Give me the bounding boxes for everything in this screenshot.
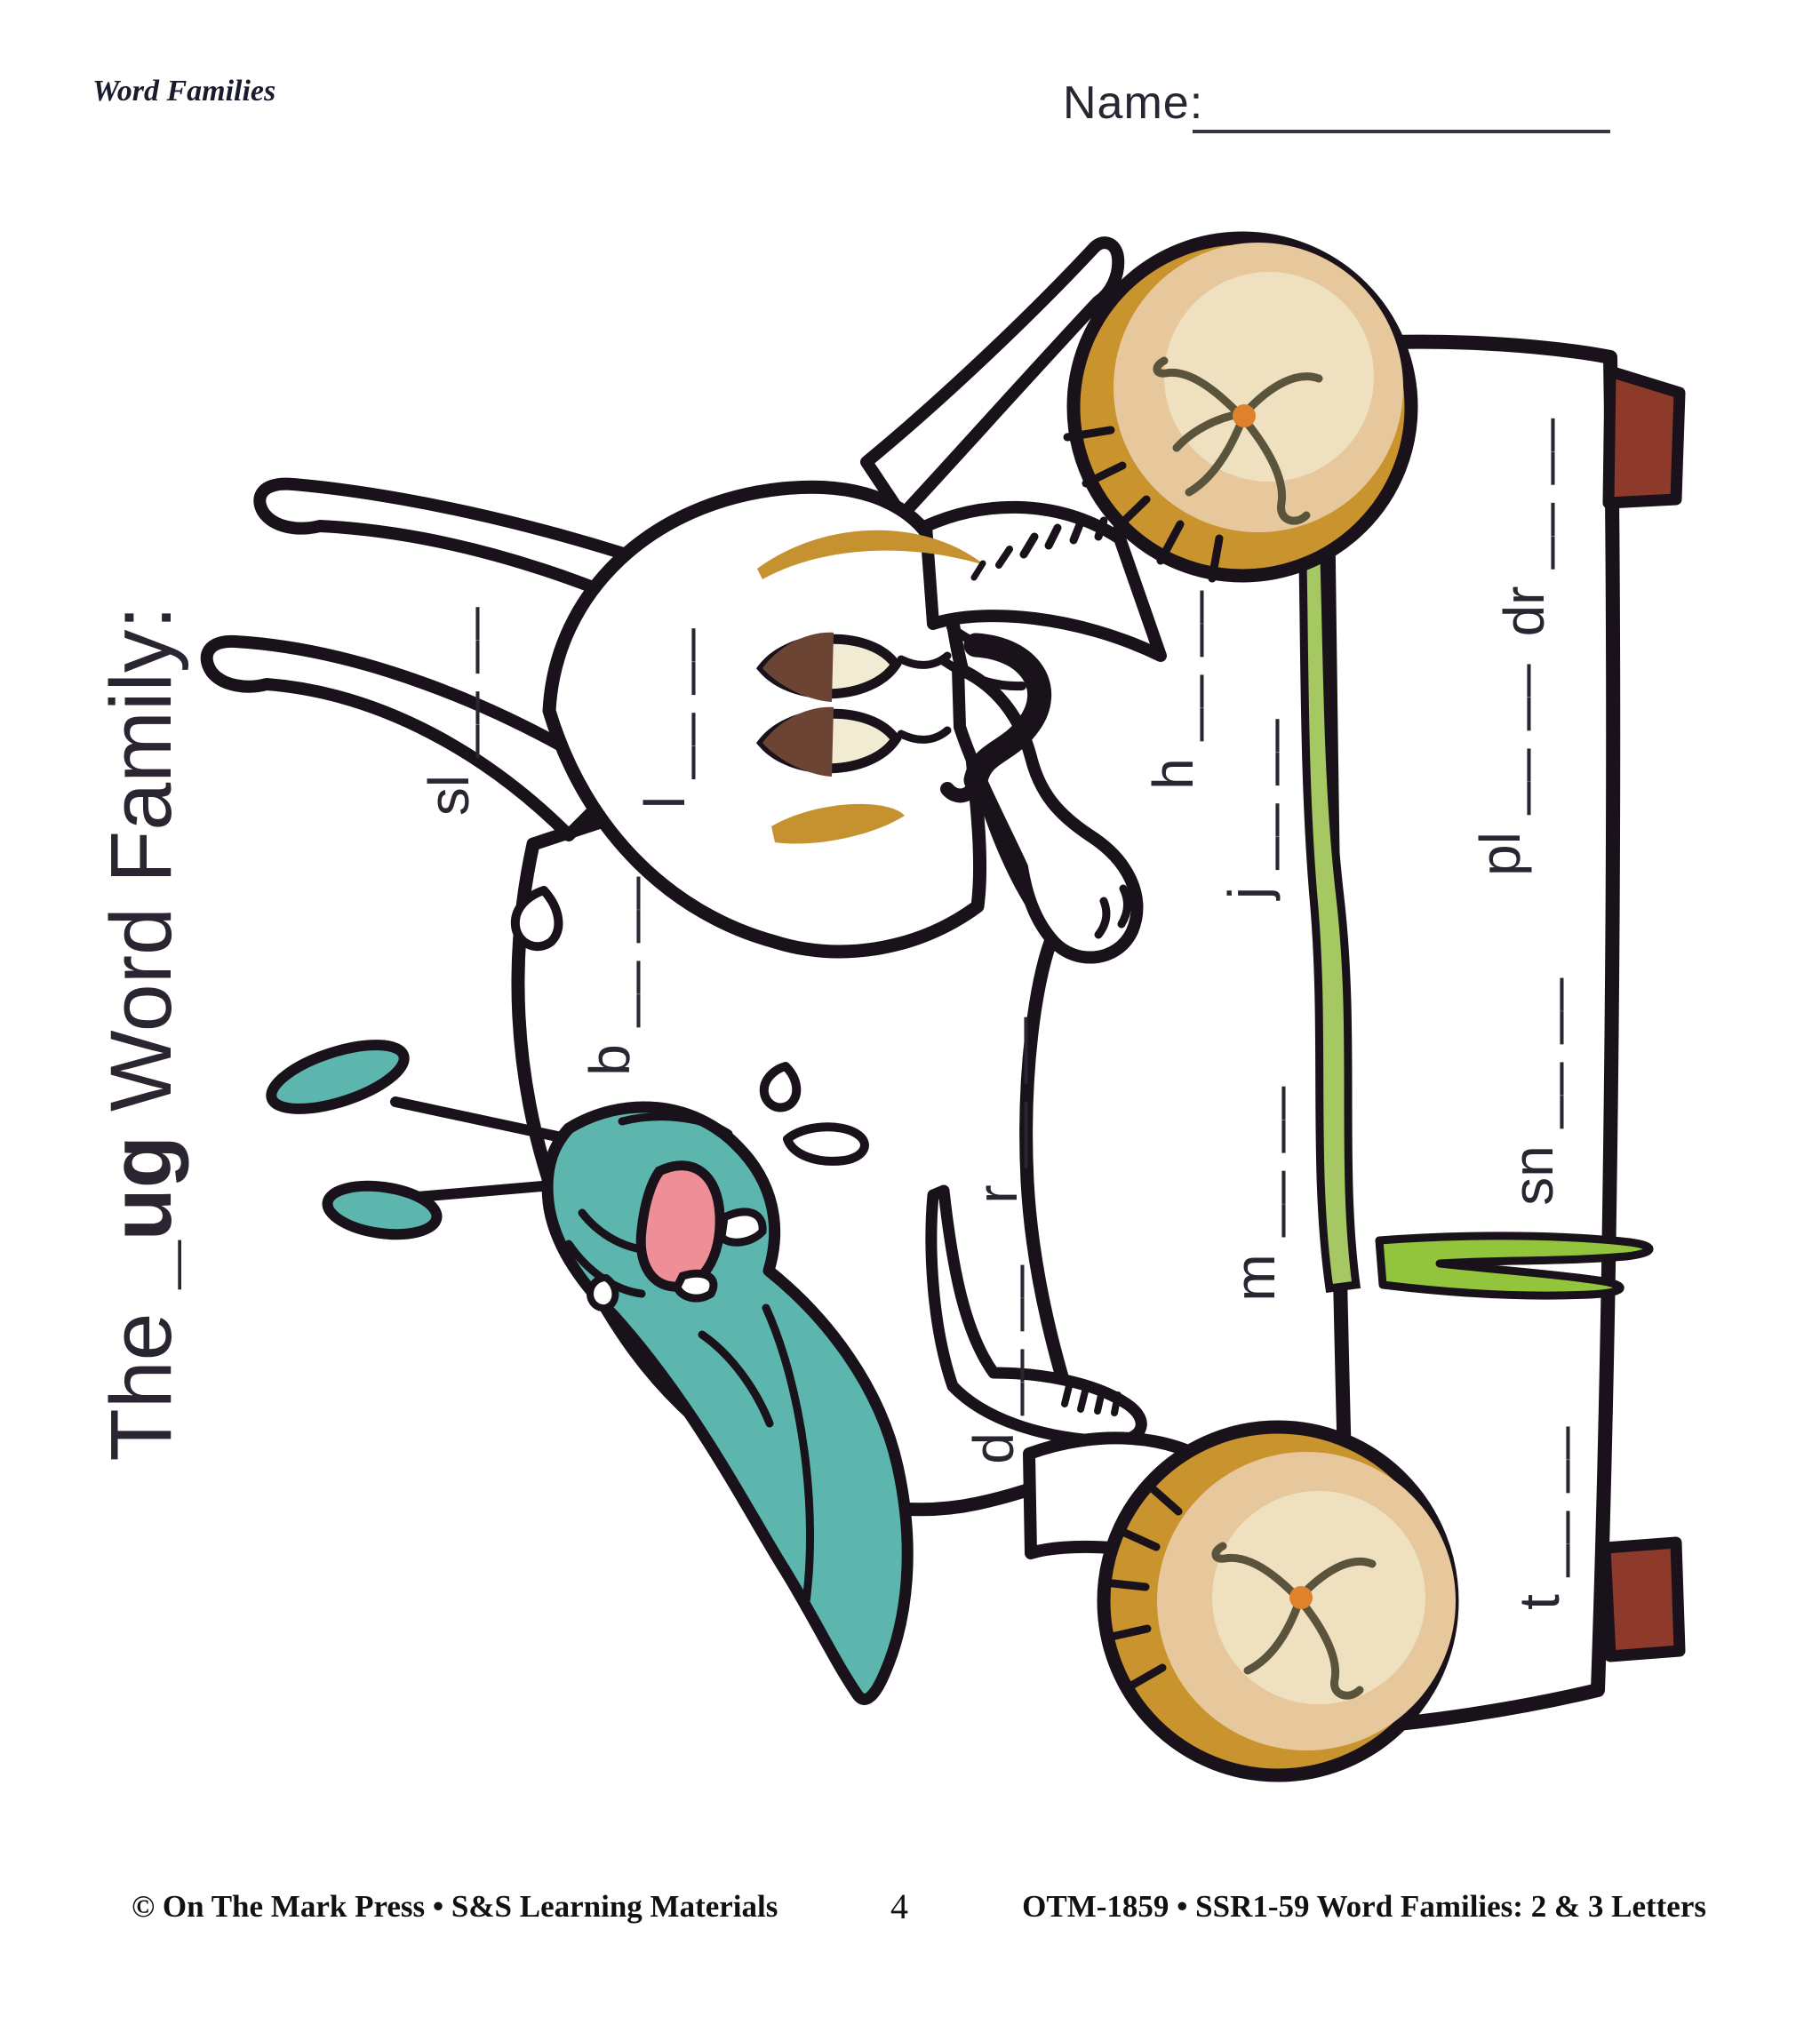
page-title: The _ug Word Family: — [92, 536, 243, 1531]
eye-stalk-left-upper — [253, 477, 788, 673]
word-blank-line[interactable]: __ __ — [1492, 417, 1556, 586]
title-pre: The — [92, 1288, 189, 1462]
name-label: Name: — [1063, 77, 1204, 129]
nose — [963, 633, 1051, 793]
word-blank-sn[interactable]: sn __ __ — [1492, 940, 1574, 1242]
word-prefix: h — [1141, 758, 1205, 790]
sweat-drops — [510, 886, 869, 1312]
name-row: Name: — [1063, 76, 1203, 130]
dog-leg-upper — [920, 500, 1167, 662]
paw-pad-bottom — [1097, 1420, 1459, 1782]
word-prefix: l — [633, 795, 697, 809]
name-input-line[interactable] — [1193, 130, 1610, 133]
word-prefix: r — [965, 1184, 1029, 1204]
word-prefix: b — [578, 1044, 642, 1076]
slug-antenna-knob — [266, 1040, 410, 1114]
word-blank-j[interactable]: j __ __ — [1208, 658, 1289, 960]
word-blank-line[interactable]: __ __ — [1141, 589, 1205, 759]
word-prefix: j — [1217, 886, 1281, 900]
word-blank-pl[interactable]: pl __ __ — [1459, 618, 1541, 921]
muzzle-gold — [771, 803, 905, 844]
slime-drip — [1375, 1232, 1654, 1300]
word-blank-t[interactable]: t __ __ — [1498, 1367, 1580, 1669]
slug — [266, 1040, 914, 1705]
word-prefix: pl — [1468, 832, 1532, 876]
slug-mouth — [635, 1160, 725, 1292]
word-prefix: sl — [417, 774, 481, 817]
word-blank-line[interactable]: __ __ — [1507, 1425, 1571, 1595]
word-blank-line[interactable]: __ __ — [1223, 1085, 1287, 1255]
paw-pad-top — [1063, 231, 1418, 583]
footer-copyright: © On The Mark Press • S&S Learning Mater… — [132, 1889, 778, 1924]
document-label: Word Families — [92, 75, 276, 108]
footer-product-code: OTM-1859 • SSR1-59 Word Families: 2 & 3 … — [1022, 1889, 1706, 1924]
rug-corner-tab-top — [1602, 365, 1686, 509]
word-prefix: t — [1507, 1594, 1571, 1610]
word-blank-line[interactable]: __ __ — [1468, 663, 1532, 833]
word-blank-line[interactable]: __ __ — [1217, 717, 1281, 887]
word-blank-line[interactable]: __ __ — [962, 1264, 1026, 1433]
eye-stalk-right — [860, 236, 1125, 522]
word-blank-line[interactable]: __ __ — [417, 605, 481, 775]
word-blank-line[interactable]: __ __ — [965, 1016, 1029, 1185]
eyebrow-gold — [757, 530, 985, 579]
word-blank-d[interactable]: d __ __ — [953, 1213, 1034, 1515]
word-blank-line[interactable]: __ __ — [1501, 977, 1565, 1146]
paw-crack — [1211, 1542, 1377, 1700]
word-blank-b[interactable]: b __ __ — [569, 825, 651, 1127]
dog-face — [755, 516, 1150, 844]
word-prefix: d — [962, 1432, 1026, 1464]
title-family: _ug — [92, 1135, 189, 1289]
eye-stalk-left-lower — [200, 634, 628, 841]
rug-corner-tab-bottom — [1599, 1536, 1686, 1662]
word-blank-sl[interactable]: sl __ __ — [408, 560, 490, 862]
word-prefix: sn — [1501, 1145, 1565, 1206]
word-blank-line[interactable]: __ __ — [633, 626, 697, 796]
slug-antenna-knob — [322, 1180, 443, 1240]
slime-trail — [1291, 368, 1654, 1300]
title-post: Word Family: — [92, 605, 189, 1136]
word-blank-h[interactable]: h __ __ — [1132, 538, 1214, 841]
word-prefix: m — [1223, 1254, 1287, 1302]
word-blank-l[interactable]: l __ __ — [624, 567, 706, 869]
word-blank-line[interactable]: __ __ — [578, 875, 642, 1045]
word-blank-m[interactable]: m __ __ — [1214, 1042, 1296, 1344]
footer-page-number: 4 — [890, 1886, 908, 1926]
